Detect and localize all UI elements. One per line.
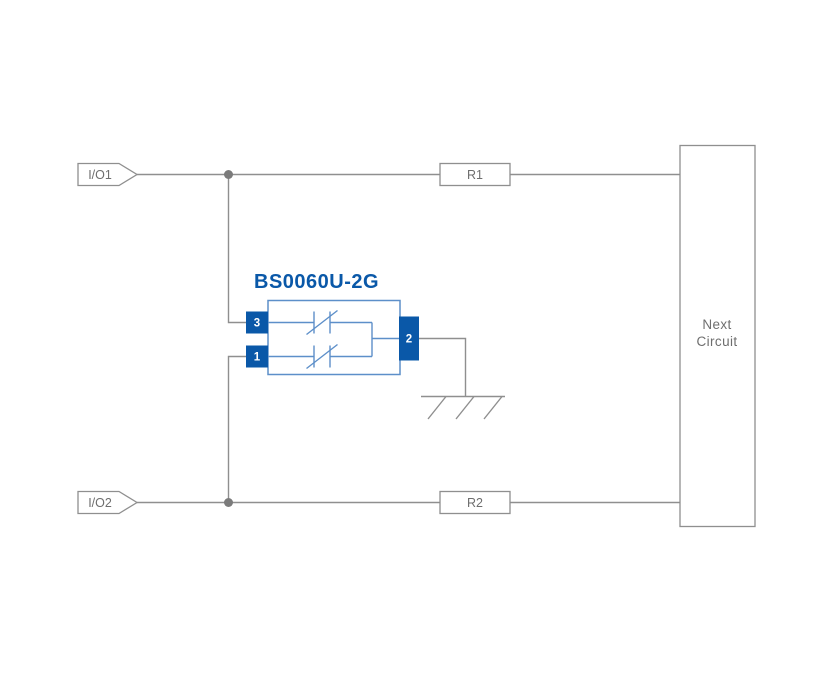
pin1-label: 1 <box>254 352 261 364</box>
io2-connector-shape <box>77 490 139 515</box>
pin1-pad <box>246 345 268 368</box>
component-body <box>267 299 401 376</box>
io1-connector: I/O1 <box>77 162 139 187</box>
junction-dot-io2 <box>224 498 233 507</box>
resistor-r2-body <box>439 490 511 515</box>
tvs-channel-1 <box>268 309 372 336</box>
ground-diagonal-2 <box>455 396 475 420</box>
junction-dot-io1 <box>224 170 233 179</box>
next-circuit-body <box>679 144 756 528</box>
io2-connector: I/O2 <box>77 490 139 515</box>
io2-connector-label: I/O2 <box>88 496 112 510</box>
channel1-diagonal <box>306 309 338 336</box>
next-circuit-block: Next Circuit <box>679 144 756 528</box>
resistor-r1-label: R1 <box>467 168 483 182</box>
wire-pin2-to-ground <box>419 337 467 397</box>
resistor-r2-label: R2 <box>467 496 483 510</box>
pin3-pad <box>246 311 268 334</box>
next-circuit-label-line2: Circuit <box>696 334 737 349</box>
wires <box>137 173 680 504</box>
wire-io2-to-pin1 <box>227 355 246 503</box>
ground-diagonal-1 <box>427 396 447 420</box>
io1-connector-label: I/O1 <box>88 168 112 182</box>
resistor-r1-body <box>439 162 511 187</box>
internal-bus <box>371 322 399 357</box>
pin2-label: 2 <box>406 334 412 346</box>
io1-connector-shape <box>77 162 139 187</box>
channel2-diagonal <box>306 343 338 370</box>
component-name-label: BS0060U-2G <box>254 271 379 293</box>
next-circuit-label-line1: Next <box>702 317 731 332</box>
ground-diagonal-3 <box>483 396 503 420</box>
resistor-r2: R2 <box>439 490 511 515</box>
pin3-label: 3 <box>254 318 260 330</box>
wire-io1-to-pin3 <box>227 174 246 324</box>
pin2-pad <box>399 316 419 361</box>
tvs-component: 3 1 2 <box>246 299 419 376</box>
resistor-r1: R1 <box>439 162 511 187</box>
ground-symbol <box>421 395 505 420</box>
tvs-channel-2 <box>268 343 372 370</box>
